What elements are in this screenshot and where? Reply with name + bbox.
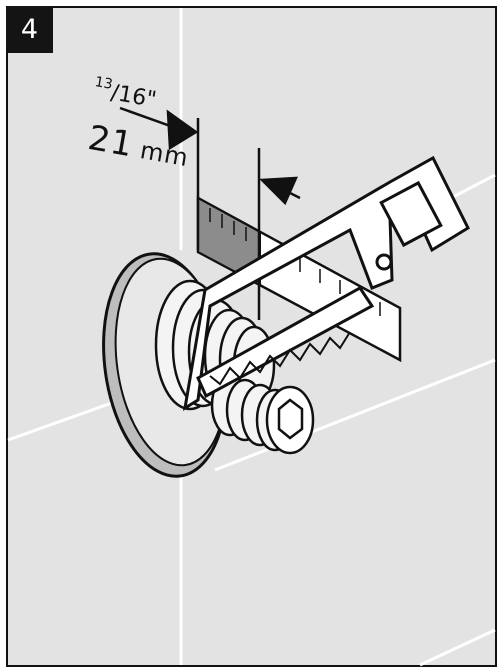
mm-value: 21 [85,118,137,166]
hacksaw-icon [182,155,470,412]
inch-numerator: 13 [93,74,114,93]
step-number-badge: 4 [6,6,53,53]
spindle [210,373,315,455]
dimension-lines [119,106,301,320]
mm-unit: mm [138,136,191,173]
tile-grid [7,8,496,667]
arrow-icon [259,176,298,206]
arrow-icon [166,109,199,151]
